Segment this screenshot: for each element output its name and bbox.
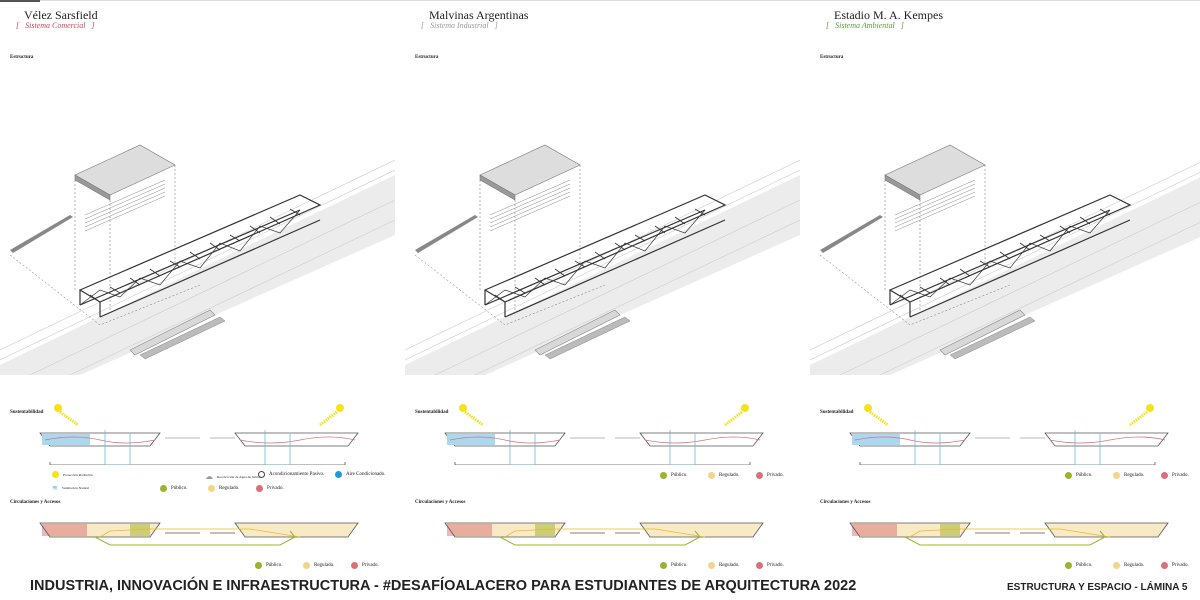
regulated-icon — [303, 562, 310, 569]
station-column: Estadio M. A. Kempes [ Sistema Ambiental… — [810, 0, 1200, 575]
legend-public: Público. — [1065, 472, 1093, 479]
public-icon — [1065, 472, 1072, 479]
private-icon — [256, 485, 263, 492]
private-icon — [351, 562, 358, 569]
truss-bridge — [483, 194, 727, 318]
circulation-heading: Circulaciones y Accesos — [10, 500, 61, 505]
structure-axonometric — [810, 144, 1200, 375]
roof-canopy — [74, 144, 176, 201]
regulated-icon — [708, 562, 715, 569]
legend-regulated: Regulado. — [708, 472, 739, 479]
cloud-icon: ☁ — [205, 472, 213, 481]
sun-icon — [52, 471, 59, 478]
circulation-heading: Circulaciones y Accesos — [415, 500, 466, 505]
station-title: Estadio M. A. Kempes — [834, 8, 943, 22]
legend-regulated-2: Regulado. — [303, 562, 334, 569]
public-icon — [1065, 562, 1072, 569]
legend-ac: Aire Condicionado. — [335, 471, 385, 478]
public-icon — [660, 562, 667, 569]
legend-rain: ☁Recolección de Agua de lluvia — [205, 472, 260, 481]
wind-icon: ≋ — [52, 484, 58, 492]
roof-canopy — [479, 144, 581, 201]
structure-axonometric — [0, 144, 395, 375]
legend-passive: Acondicionamiento Pasivo. — [258, 471, 324, 478]
regulated-icon — [208, 485, 215, 492]
legend-private: Privado. — [256, 485, 284, 492]
circulation-section — [444, 522, 764, 546]
structure-axonometric — [405, 144, 800, 375]
truss-bridge — [888, 194, 1132, 318]
regulated-icon — [1113, 562, 1120, 569]
structure-heading: Estructura — [10, 55, 34, 60]
legend-regulated: Regulado. — [208, 485, 239, 492]
top-rule — [0, 0, 1200, 1]
system-subtitle: [ Sistema Ambiental ] — [826, 21, 904, 30]
public-icon — [660, 472, 667, 479]
sustainability-heading: Sustentabilidad — [10, 410, 44, 415]
circulation-heading: Circulaciones y Accesos — [820, 500, 871, 505]
circulation-section — [849, 522, 1169, 546]
legend-public-2: Público. — [1065, 562, 1093, 569]
structure-heading: Estructura — [415, 55, 439, 60]
legend-regulated-2: Regulado. — [1113, 562, 1144, 569]
private-icon — [1161, 562, 1168, 569]
circulation-section — [39, 522, 359, 546]
passive-icon — [258, 471, 265, 478]
legend-public-2: Público. — [660, 562, 688, 569]
top-rule-accent — [0, 0, 40, 2]
footer-sheet: ESTRUCTURA Y ESPACIO - LÁMINA 5 — [1007, 582, 1188, 593]
sustainability-section — [39, 404, 359, 465]
sustainability-section — [849, 404, 1169, 465]
system-subtitle: [ Sistema Comercial ] — [16, 21, 95, 30]
regulated-icon — [708, 472, 715, 479]
station-title: Malvinas Argentinas — [429, 8, 529, 22]
legend-regulated: Regulado. — [1113, 472, 1144, 479]
legend-radiation: Protección Radiación — [52, 471, 93, 478]
public-icon — [160, 485, 167, 492]
legend-private-2: Privado. — [756, 562, 784, 569]
legend-private: Privado. — [756, 472, 784, 479]
private-icon — [756, 472, 763, 479]
station-column: Malvinas Argentinas [ Sistema Industrial… — [405, 0, 800, 575]
sustainability-section — [444, 404, 764, 465]
truss-bridge — [78, 194, 322, 318]
legend-private-2: Privado. — [351, 562, 379, 569]
regulated-icon — [1113, 472, 1120, 479]
station-title: Vélez Sarsfield — [24, 8, 98, 22]
legend-private: Privado. — [1161, 472, 1189, 479]
private-icon — [1161, 472, 1168, 479]
legend-private-2: Privado. — [1161, 562, 1189, 569]
sustainability-heading: Sustentabilidad — [820, 410, 854, 415]
sustainability-heading: Sustentabilidad — [415, 410, 449, 415]
legend-regulated-2: Regulado. — [708, 562, 739, 569]
station-column: Vélez Sarsfield [ Sistema Comercial ] Es… — [0, 0, 395, 575]
legend-public: Público. — [160, 485, 188, 492]
private-icon — [756, 562, 763, 569]
legend-ventilation: ≋Ventilación Natural — [52, 484, 90, 492]
footer-title: INDUSTRIA, INNOVACIÓN E INFRAESTRUCTURA … — [30, 578, 857, 594]
legend-public: Público. — [660, 472, 688, 479]
legend-public-2: Público. — [255, 562, 283, 569]
roof-canopy — [884, 144, 986, 201]
public-icon — [255, 562, 262, 569]
structure-heading: Estructura — [820, 55, 844, 60]
ac-icon — [335, 471, 342, 478]
system-subtitle: [ Sistema Industrial ] — [421, 21, 498, 30]
